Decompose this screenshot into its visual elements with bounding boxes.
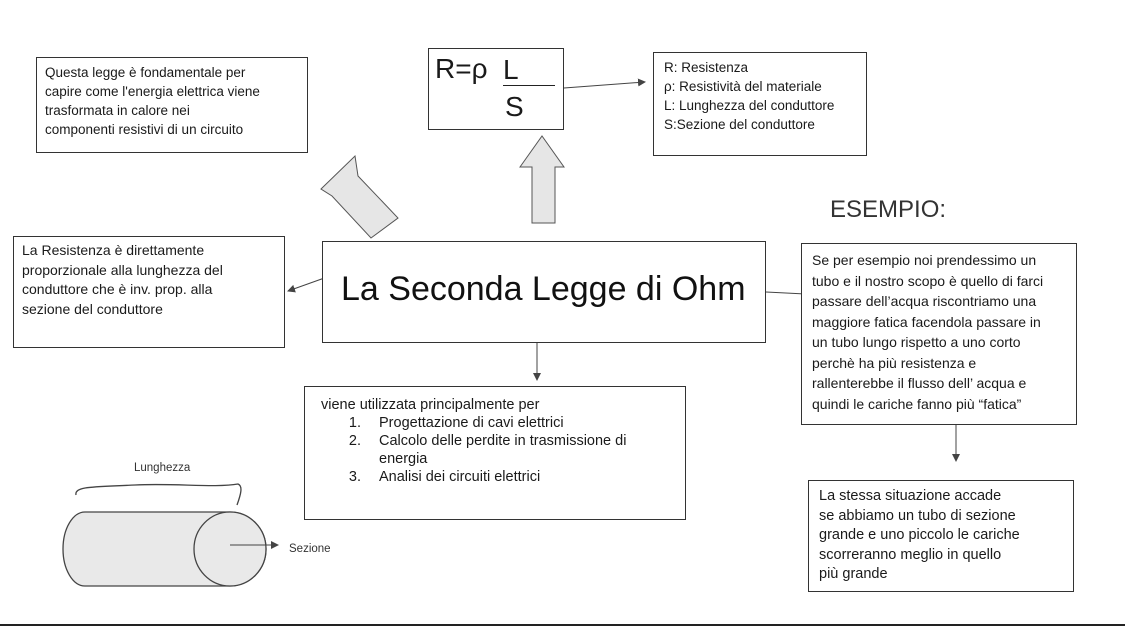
section-label: Sezione [289, 543, 331, 555]
legend-item: R: Resistenza [664, 60, 749, 75]
uses-intro: viene utilizzata principalmente per [321, 397, 540, 413]
proportionality-text: La Resistenza è direttamente proporziona… [22, 242, 223, 317]
uses-list-item: Analisi dei circuiti elettrici [365, 468, 669, 486]
block-arrow-up [519, 135, 565, 224]
bottom-divider [0, 624, 1125, 626]
importance-box: Questa legge è fondamentale per capire c… [36, 57, 308, 153]
example-text: Se per esempio noi prendessimo un tubo e… [812, 252, 1044, 412]
same-situation-box: La stessa situazione accade se abbiamo u… [808, 480, 1074, 592]
block-arrow-up-left [320, 154, 399, 239]
legend-item: S:Sezione del conduttore [664, 117, 815, 132]
formula-prefix: R=ρ [435, 53, 488, 84]
same-situation-text: La stessa situazione accade se abbiamo u… [819, 488, 1020, 582]
page-title: La Seconda Legge di Ohm [341, 270, 746, 308]
uses-box: viene utilizzata principalmente per Prog… [304, 386, 686, 520]
example-box: Se per esempio noi prendessimo un tubo e… [801, 243, 1077, 425]
importance-text: Questa legge è fondamentale per capire c… [45, 65, 260, 137]
title-box: La Seconda Legge di Ohm [322, 241, 766, 343]
arrow-formula-to-legend [563, 78, 646, 89]
example-label: ESEMPIO: [830, 196, 947, 223]
legend-box: R: Resistenza ρ: Resistività del materia… [653, 52, 867, 156]
uses-list-item: Progettazione di cavi elettrici [365, 414, 669, 432]
uses-list: Progettazione di cavi elettrici Calcolo … [321, 414, 669, 486]
legend-item: L: Lunghezza del conduttore [664, 98, 835, 113]
legend-item: ρ: Resistività del materiale [664, 79, 822, 94]
formula-denominator: S [505, 91, 524, 122]
cylinder-length-brace [75, 483, 242, 506]
cylinder-end-face [193, 511, 267, 587]
uses-list-item: Calcolo delle perdite in trasmissione di… [365, 432, 669, 468]
proportionality-box: La Resistenza è direttamente proporziona… [13, 236, 285, 348]
formula-numerator: L [503, 55, 555, 86]
length-label: Lunghezza [134, 462, 191, 474]
formula-box: R=ρ L S [428, 48, 564, 130]
